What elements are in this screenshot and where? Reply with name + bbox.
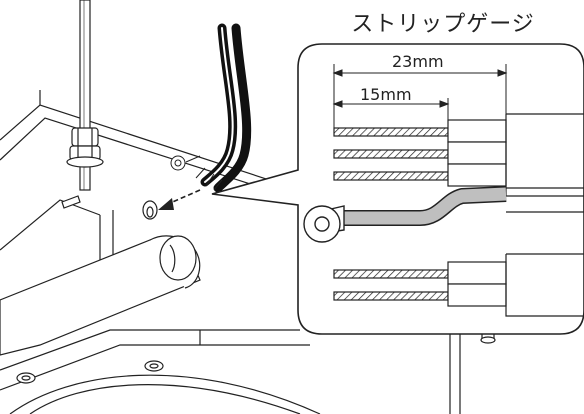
ring-terminal-icon	[303, 205, 345, 243]
insertion-arrow	[158, 189, 201, 210]
ground-wire	[340, 186, 584, 226]
dimension-lines	[332, 64, 508, 128]
screw-right	[144, 360, 164, 372]
cable-bundle	[200, 23, 252, 193]
entry-hole	[142, 200, 158, 220]
strip-gauge-title: ストリップゲージ	[351, 12, 535, 37]
lower-conductors	[333, 253, 584, 317]
panel-slot	[61, 195, 81, 209]
dimension-label-long: 23mm	[392, 52, 444, 71]
dimension-label-short: 15mm	[360, 85, 412, 104]
small-conductors	[170, 155, 223, 191]
base-plate	[0, 329, 461, 414]
bolt-nut	[66, 127, 104, 168]
screw-left	[16, 372, 36, 384]
front-frame	[0, 235, 201, 356]
upper-conductors	[333, 113, 584, 197]
